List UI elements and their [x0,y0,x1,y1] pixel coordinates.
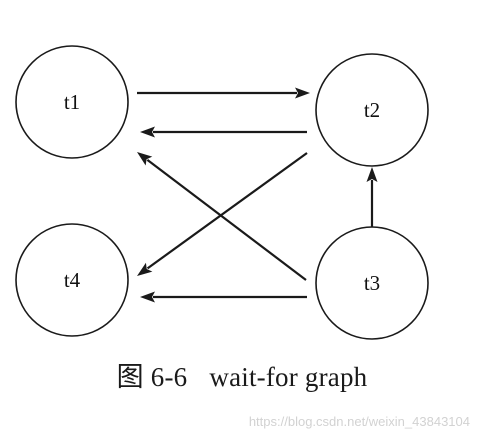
arrowhead-icon [137,152,153,166]
edge-line [146,152,308,270]
node-label: t3 [364,271,380,295]
nodes-layer: t1 t2 t3 t4 [15,45,429,340]
node-circle [315,226,429,340]
edge-t3-to-t2 [366,167,378,227]
arrowhead-icon [140,291,155,303]
edges-layer [137,87,378,303]
watermark-text: https://blog.csdn.net/weixin_43843104 [248,414,470,429]
node-t3: t3 [315,226,429,340]
edge-t1-to-t2 [137,87,310,99]
node-label: t2 [364,98,380,122]
node-label: t4 [64,268,81,292]
edge-t3-to-t1 [137,152,307,281]
arrowhead-icon [137,262,153,276]
node-t4: t4 [15,223,129,337]
node-circle [15,45,129,159]
edge-t3-to-t4 [140,291,307,303]
figure-number: 图 6-6 [116,362,188,392]
node-circle [15,223,129,337]
edge-line [146,158,307,281]
figure-caption: 图 6-6 wait-for graph [0,355,484,394]
edge-t2-to-t1 [140,126,307,138]
figure-title: wait-for graph [209,362,368,392]
arrowhead-icon [295,87,310,99]
node-t1: t1 [15,45,129,159]
node-label: t1 [64,90,80,114]
node-t2: t2 [315,53,429,167]
arrowhead-icon [366,167,378,182]
edge-t2-to-t4 [137,152,308,276]
arrowhead-icon [140,126,155,138]
node-circle [315,53,429,167]
